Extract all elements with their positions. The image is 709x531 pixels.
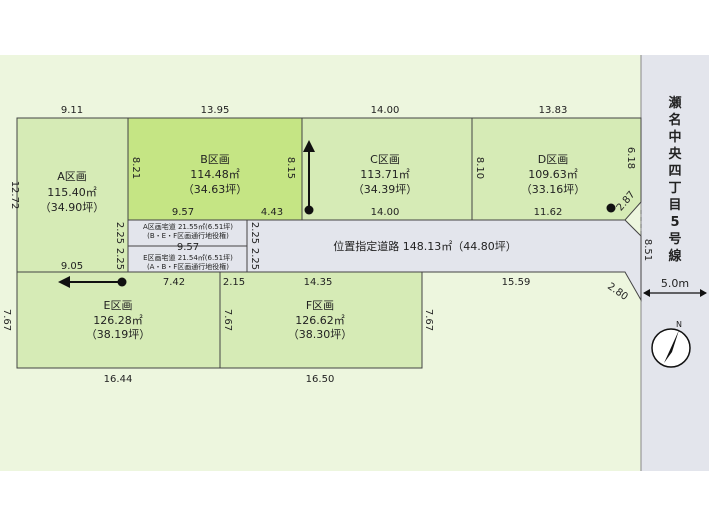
main-road-name-char: 四 — [668, 164, 681, 179]
lot-c-area-text: 113.71㎡ — [360, 168, 410, 181]
e-access-point — [117, 277, 127, 287]
lot-b-name: B区画 — [200, 153, 230, 166]
road-width-arrow-right — [700, 289, 707, 297]
lot-a-name: A区画 — [57, 170, 87, 183]
main-road-name-char: 線 — [668, 248, 682, 264]
dim-d-bottom: 11.62 — [534, 207, 563, 218]
main-road-name-char: 央 — [668, 146, 682, 162]
dim-f-top-b: 14.35 — [304, 277, 333, 288]
dim-road-bottom: 15.59 — [502, 277, 531, 288]
d-access-point — [606, 203, 616, 213]
main-road — [641, 55, 709, 471]
lot-d-name: D区画 — [538, 153, 568, 166]
lot-c-name: C区画 — [370, 153, 400, 166]
main-road-name-char: 中 — [668, 129, 681, 145]
dim-ease-left1: 2.25 — [114, 222, 125, 244]
dim-ease-left2: 2.25 — [114, 248, 125, 270]
dim-e-bottom: 16.44 — [104, 374, 133, 385]
easement-a-line1: A区画宅道 21.55㎡(6.51坪) — [143, 222, 233, 231]
dim-d-left: 8.10 — [474, 157, 485, 179]
dim-left-a: 12.72 — [9, 181, 20, 210]
dim-f-bottom: 16.50 — [306, 374, 335, 385]
dim-a-bottom: 9.05 — [61, 261, 83, 272]
b-access-point — [304, 205, 314, 215]
dim-c-bottom: 14.00 — [371, 207, 400, 218]
lot-f-area-text: 126.62㎡ — [295, 314, 345, 327]
lot-a-tsubo: （34.90坪） — [40, 201, 105, 214]
lot-b-tsubo: （34.63坪） — [183, 183, 248, 196]
main-road-name-char: 目 — [668, 198, 681, 213]
e-access-arrow-head — [58, 276, 70, 288]
lot-f-name: F区画 — [306, 299, 334, 312]
lot-b-area-text: 114.48㎡ — [190, 168, 240, 181]
dim-top-a: 9.11 — [61, 105, 83, 116]
dim-top-c: 14.00 — [371, 105, 400, 116]
road-width-arrow-left — [643, 289, 650, 297]
dim-e-top: 7.42 — [163, 277, 185, 288]
main-road-name-char: 名 — [668, 112, 681, 128]
dim-top-d: 13.83 — [539, 105, 568, 116]
lot-e-name: E区画 — [104, 299, 133, 312]
road-label: 位置指定道路 148.13㎡（44.80坪） — [333, 239, 516, 253]
dim-f-top-a: 2.15 — [223, 277, 245, 288]
dim-b-bottom2: 4.43 — [261, 207, 283, 218]
dim-d-right: 6.18 — [625, 147, 636, 169]
lot-e-area-text: 126.28㎡ — [93, 314, 143, 327]
dim-e-right: 7.67 — [222, 309, 233, 331]
lot-d-area — [471, 117, 642, 221]
main-road-name-char: 号 — [668, 232, 681, 247]
dim-ease-right1: 2.25 — [249, 222, 260, 244]
north-letter: N — [676, 320, 682, 329]
main-road-name-char: 瀬 — [668, 95, 681, 111]
dim-e-left: 7.67 — [1, 309, 12, 331]
easement-e-line1: E区画宅道 21.54㎡(6.51坪) — [143, 253, 233, 262]
main-road-name-char: 5 — [670, 215, 679, 230]
lot-f-tsubo: （38.30坪） — [288, 328, 353, 341]
b-access-arrow-head — [303, 140, 315, 152]
dim-b-right: 8.15 — [285, 157, 296, 179]
dim-b-bottom: 9.57 — [172, 207, 194, 218]
lot-a-area-text: 115.40㎡ — [47, 186, 97, 199]
dim-b-left: 8.21 — [130, 157, 141, 179]
lot-c-tsubo: （34.39坪） — [353, 183, 418, 196]
north-needle — [664, 330, 679, 363]
easement-a-strip — [127, 219, 248, 247]
main-road-name-char: 丁 — [668, 181, 681, 196]
lot-d-tsubo: （33.16坪） — [521, 183, 586, 196]
dim-f-right: 7.67 — [423, 309, 434, 331]
easement-a-line2: (B・E・F区画通行地役権) — [147, 231, 229, 240]
lot-d-area-text: 109.63㎡ — [528, 168, 578, 181]
easement-mid-dim: 9.57 — [177, 242, 199, 253]
dim-top-b: 13.95 — [201, 105, 230, 116]
lot-e-tsubo: （38.19坪） — [86, 328, 151, 341]
main-road-width: 5.0m — [661, 277, 689, 290]
easement-e-strip — [127, 245, 248, 273]
dim-ease-right2: 2.25 — [249, 248, 260, 270]
north-compass — [651, 328, 691, 368]
dim-road-right: 8.51 — [642, 239, 653, 261]
easement-e-line2: (A・B・F区画通行地役権) — [147, 262, 229, 271]
